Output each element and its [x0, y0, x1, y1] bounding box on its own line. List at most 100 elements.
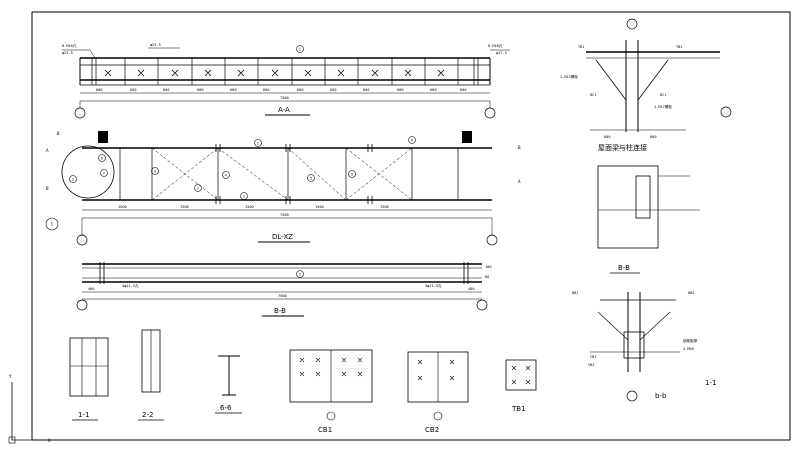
rc-dim-600b: 600	[650, 135, 657, 139]
svg-text:600: 600	[230, 88, 237, 92]
svg-text:1500: 1500	[245, 205, 254, 209]
title-dl-xz: DL-XZ	[272, 233, 293, 241]
svg-text:600: 600	[96, 88, 103, 92]
svg-text:6: 6	[101, 157, 103, 161]
svg-text:600: 600	[430, 88, 437, 92]
dl-marker-texts: 1 3 2 2 4 5 3 6 6 7 3 1	[51, 139, 413, 227]
svg-text:1500: 1500	[180, 205, 189, 209]
aa-dim-texts: 600 600 600 600 600 600 600 600 600 600 …	[96, 88, 467, 100]
ucs-y-label: Y	[9, 374, 12, 379]
bb-bolt-note: 4-M20	[683, 347, 694, 351]
dl-end-block-right	[462, 131, 472, 143]
aa-stiffeners	[91, 58, 479, 85]
title-6-6: 6-6	[220, 404, 232, 412]
bb-cb1-call: CB1	[590, 355, 597, 359]
svg-text:1500: 1500	[118, 205, 127, 209]
title-cb2: CB2	[425, 426, 439, 434]
view-b-b-beam: 2 4φ21.5孔 4φ21.5孔 400 400 7500 100 80 B-…	[76, 262, 492, 317]
bb-axis-bubble	[626, 390, 638, 402]
view-column-connection: TB1 TB1 DC1 DC1 1-M12螺栓 1-M12螺栓 600 600 …	[560, 18, 732, 152]
rc-dc1-right: DC1	[660, 93, 667, 97]
title-a-a: A-A	[278, 106, 290, 114]
svg-text:600: 600	[197, 88, 204, 92]
detail-cb2: CB2	[407, 351, 469, 434]
svg-text:4: 4	[225, 174, 227, 178]
rc-dc1-left: DC1	[590, 93, 597, 97]
view-b-b-small: DB1 DB2 CB1 CB2 钢垫板厚 4-M20 b-b 1-1	[572, 291, 716, 402]
view-b-b-right: B-B	[597, 165, 700, 274]
svg-text:7: 7	[103, 172, 105, 176]
detail-circle-left	[61, 145, 115, 199]
marker-2-bb	[296, 270, 304, 278]
view-dl-xz: B A B B A 1 3 2 2 4 5 3 6 6 7 3 1	[45, 131, 521, 246]
rc-bolt-label-2: 1-M12螺栓	[654, 104, 672, 109]
axis-bubble-bb-right	[476, 299, 488, 311]
detail-tb1: TB1	[505, 359, 537, 413]
title-column-connection: 屋面梁与柱连接	[598, 143, 647, 152]
aa-bolt-size-label: φ21.5	[62, 51, 73, 55]
view-a-a: 1 8-M18孔 φ21.5 φ21.5 8-M18孔 φ17.5 600 60…	[62, 43, 510, 119]
aa-bolt-right-label: 8-M18孔	[488, 43, 503, 48]
bb-db1: DB1	[572, 291, 579, 295]
detail-6-6: 6-6	[215, 355, 242, 414]
title-1-1-right: 1-1	[705, 379, 716, 387]
bb-left-anno: 4φ21.5孔	[122, 283, 139, 288]
section-b-left: B	[46, 186, 49, 191]
bb-right-dim-2: 80	[485, 275, 489, 279]
axis-bubble-aa-right	[484, 107, 496, 119]
svg-text:600: 600	[460, 88, 467, 92]
svg-text:600: 600	[363, 88, 370, 92]
bb-grout-note: 钢垫板厚	[683, 338, 698, 343]
svg-text:600: 600	[263, 88, 270, 92]
title-1-1: 1-1	[78, 411, 89, 419]
svg-text:6: 6	[411, 139, 413, 143]
dl-markers	[45, 136, 416, 231]
svg-text:3: 3	[351, 173, 353, 177]
aa-bolt-right2-label: φ17.5	[496, 51, 507, 55]
title-2-2: 2-2	[142, 411, 153, 419]
section-b-top-left: B	[57, 131, 60, 136]
ucs-icon: Y X	[8, 374, 51, 444]
svg-text:5: 5	[310, 177, 312, 181]
svg-text:1500: 1500	[315, 205, 324, 209]
rc-tb1-right: TB1	[676, 45, 683, 49]
bb-end-dim-left: 400	[88, 287, 95, 291]
svg-text:2: 2	[243, 195, 245, 199]
rc-bolt-label: 1-M12螺栓	[560, 74, 578, 79]
rc-axis-bubble-right	[720, 106, 732, 118]
aa-pitch-label: φ21.5	[150, 43, 161, 47]
svg-text:1: 1	[51, 222, 54, 227]
detail-2-2: 2-2	[138, 329, 164, 421]
bb-right-anno: 4φ21.5孔	[425, 283, 442, 288]
ucs-x-label: X	[48, 438, 51, 443]
svg-text:600: 600	[297, 88, 304, 92]
rc-dim-600a: 600	[604, 135, 611, 139]
title-b-b-right: B-B	[618, 264, 630, 272]
bb-right-dim-1: 100	[485, 265, 492, 269]
title-tb1: TB1	[511, 405, 526, 413]
bb-end-dim-right: 400	[468, 287, 475, 291]
svg-text:600: 600	[397, 88, 404, 92]
sheet-border	[31, 11, 791, 441]
dl-overall-dim: 7500	[280, 213, 289, 217]
axis-bubble-aa-left	[74, 107, 86, 119]
svg-text:1500: 1500	[380, 205, 389, 209]
dl-ticks	[215, 144, 373, 204]
aa-bolt-left-label: 8-M18孔	[62, 43, 77, 48]
section-a-right: A	[518, 179, 521, 184]
marker-1-aa-text: 1	[299, 48, 301, 52]
svg-text:600: 600	[130, 88, 137, 92]
section-a-left: A	[46, 148, 49, 153]
aa-bolt-crosses	[104, 69, 445, 77]
bb-db2: DB2	[688, 291, 695, 295]
dl-bracing	[151, 147, 413, 201]
svg-text:1: 1	[257, 142, 259, 146]
title-cb1: CB1	[318, 426, 332, 434]
svg-text:3: 3	[154, 170, 156, 174]
marker-2-bb-text: 2	[299, 273, 301, 277]
rc-tb1-left: TB1	[578, 45, 585, 49]
section-b-right: B	[518, 145, 521, 150]
detail-1-1: 1-1	[69, 337, 109, 421]
marker-1-aa	[296, 45, 304, 53]
